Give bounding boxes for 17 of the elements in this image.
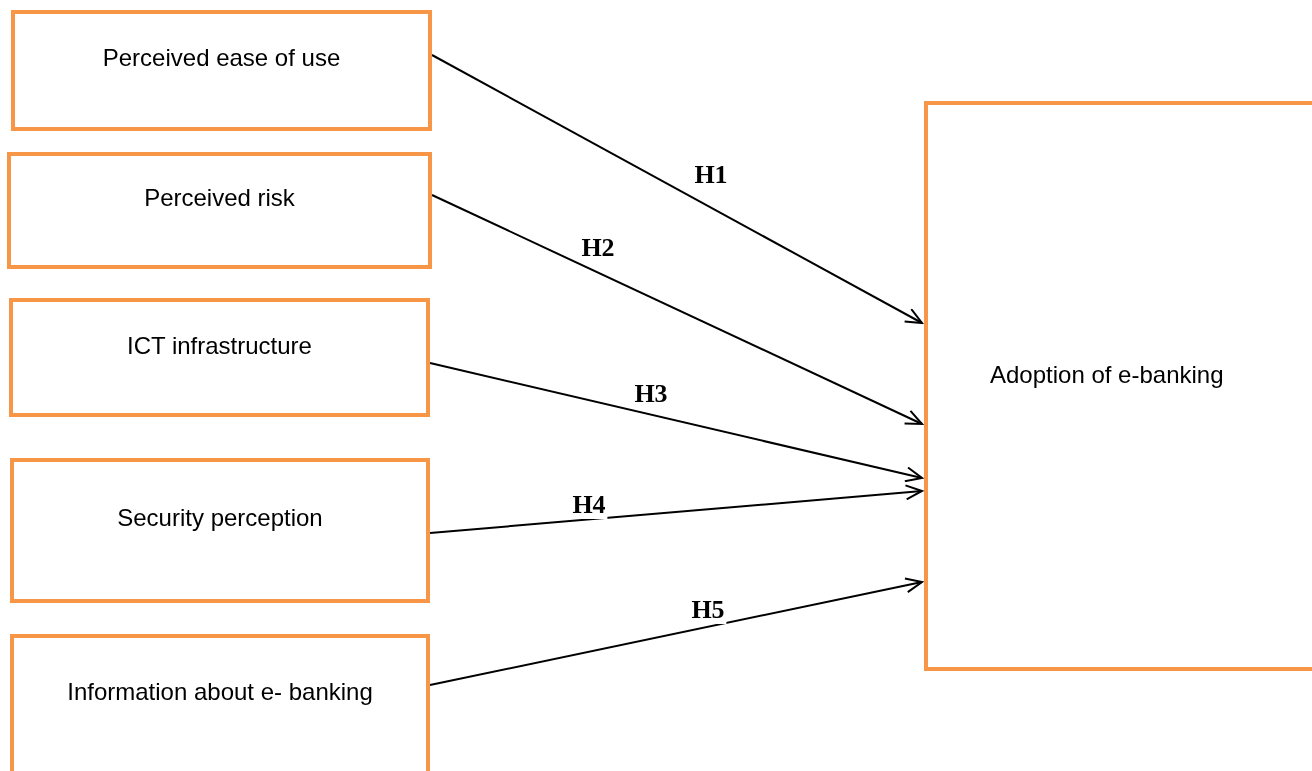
variable-name: Perceived ease of use	[102, 44, 341, 72]
arrow	[431, 54, 923, 324]
arrow	[429, 577, 923, 686]
variable-name: Security perception	[117, 504, 323, 532]
variable-name: Adoption of e-banking	[990, 361, 1224, 389]
variable-name: Information about e- banking	[67, 678, 373, 706]
arrow	[431, 194, 923, 425]
variable-box	[924, 101, 1312, 671]
variable-box	[7, 152, 432, 269]
arrow	[429, 484, 923, 534]
variable-box	[9, 298, 430, 417]
variable-name: Perceived risk	[144, 184, 295, 212]
variable-name: ICT infrastructure	[127, 332, 312, 360]
arrow	[429, 362, 923, 483]
variable-box	[10, 458, 430, 603]
variable-box	[10, 634, 430, 771]
variable-box	[11, 10, 432, 131]
